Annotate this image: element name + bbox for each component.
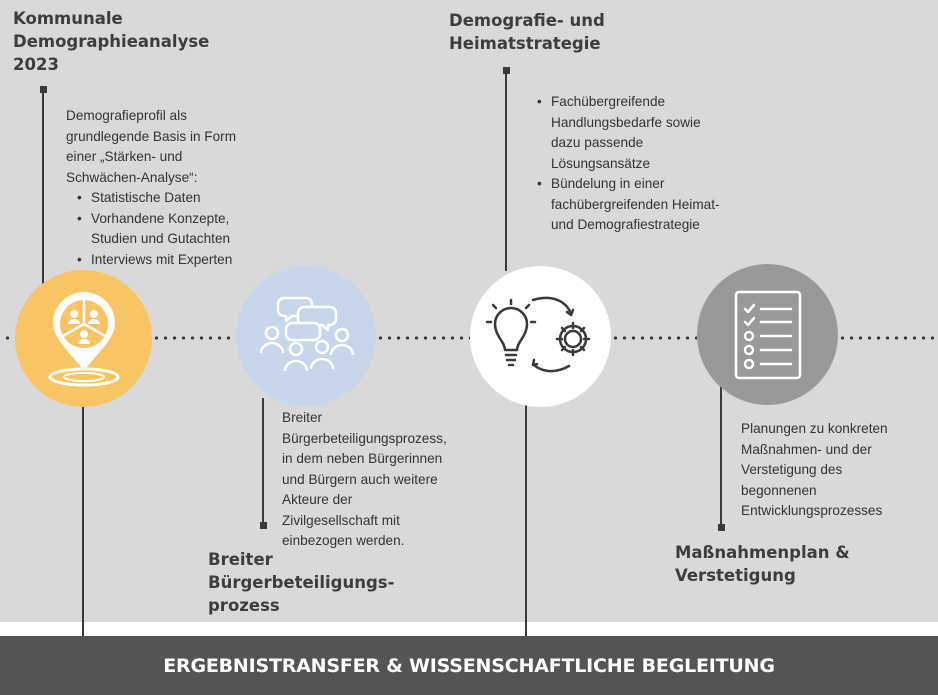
timeline-dots-segment: [376, 336, 470, 340]
timeline-dots-segment: [3, 336, 15, 340]
people-speech-bubbles-icon: [259, 296, 354, 372]
connector-line: [505, 71, 507, 271]
step-3-circle: [470, 266, 611, 407]
timeline-dots-segment: [838, 336, 934, 340]
step-4-circle: [697, 264, 838, 405]
step-3-bullet: Fachübergreifende Handlungsbedarfe sowie…: [526, 92, 786, 174]
step-3-title: Demografie- und Heimatstrategie: [449, 11, 605, 53]
connector-line: [262, 398, 264, 524]
step-1-bullet: Interviews mit Experten: [66, 250, 306, 271]
footer-label: ERGEBNISTRANSFER & WISSENSCHAFTLICHE BEG…: [163, 654, 775, 677]
step-1-intro: Demografieprofil als grundlegende Basis …: [66, 108, 237, 185]
connector-square: [718, 524, 725, 531]
connector-line: [82, 404, 84, 636]
footer-bar: ERGEBNISTRANSFER & WISSENSCHAFTLICHE BEG…: [0, 636, 938, 695]
step-1-bullet: Statistische Daten: [66, 188, 306, 209]
lightbulb-gear-icon: [485, 296, 590, 372]
step-2-circle: [236, 266, 376, 406]
step-1-description: Demografieprofil als grundlegende Basis …: [66, 106, 306, 270]
connector-line: [525, 404, 527, 636]
connector-line: [720, 382, 722, 528]
timeline-dots-segment: [611, 336, 697, 340]
step-3-description: Fachübergreifende Handlungsbedarfe sowie…: [526, 92, 786, 236]
connector-line: [42, 90, 44, 285]
connector-square: [260, 522, 267, 529]
step-4-title: Maßnahmenplan & Verstetigung: [675, 543, 850, 585]
step-1-bullet-list: Statistische Daten Vorhandene Konzepte, …: [66, 188, 306, 270]
step-1-title: Kommunale Demographieanalyse 2023: [13, 9, 210, 74]
step-2-text: Breiter Bürgerbeteiligungsprozess, in de…: [282, 410, 447, 548]
step-1-circle: [15, 270, 152, 407]
step-1-bullet: Vorhandene Konzepte, Studien und Gutacht…: [66, 209, 306, 250]
step-4-text: Planungen zu konkreten Maßnahmen- und de…: [741, 421, 888, 518]
step-2-title: Breiter Bürgerbeteiligungs- prozess: [208, 550, 395, 615]
connector-square: [40, 86, 47, 93]
location-pin-people-icon: [48, 291, 119, 386]
step-2-description: Breiter Bürgerbeteiligungsprozess, in de…: [282, 408, 502, 552]
timeline-dots-segment: [152, 336, 236, 340]
checklist-icon: [734, 290, 801, 379]
connector-square: [503, 67, 510, 74]
step-3-bullet: Bündelung in einer fachübergreifenden He…: [526, 174, 786, 236]
step-4-description: Planungen zu konkreten Maßnahmen- und de…: [741, 419, 936, 522]
step-3-bullet-list: Fachübergreifende Handlungsbedarfe sowie…: [526, 92, 786, 236]
